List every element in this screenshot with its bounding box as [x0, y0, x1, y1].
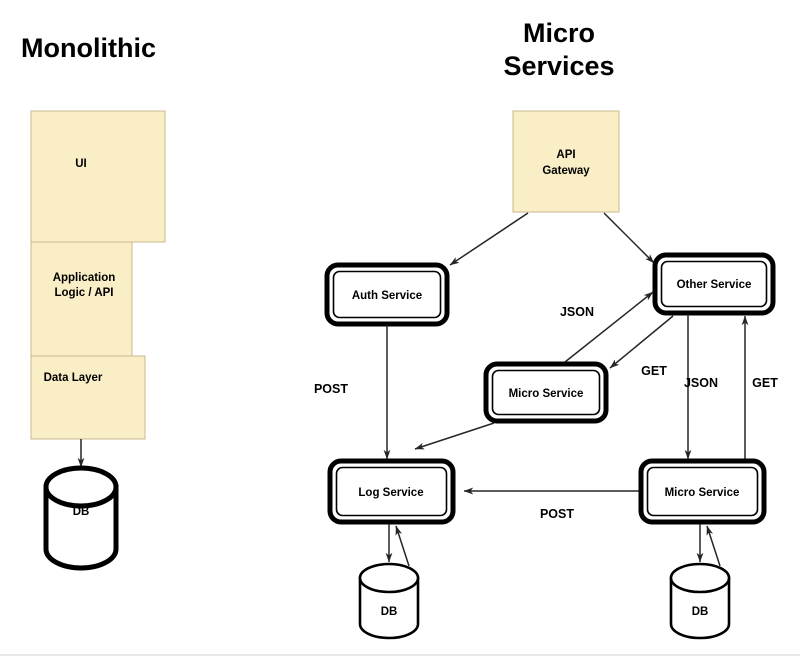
api-gateway-label-line1: API — [556, 149, 575, 161]
connector-micro-service-to-other-service-json — [564, 291, 654, 363]
monolith-layer-data[interactable] — [30, 355, 146, 440]
micro-service-bottom-label: Micro Service — [665, 487, 740, 499]
edge-label-json-vertical: JSON — [684, 376, 718, 390]
micro-service-middle-label: Micro Service — [509, 388, 584, 400]
other-service-node[interactable]: Other Service — [652, 252, 776, 316]
monolith-layer-ui[interactable] — [30, 110, 166, 243]
connector-other-service-to-micro-service-get — [609, 315, 674, 369]
page-title-monolithic: Monolithic — [21, 33, 156, 63]
auth-service-box[interactable] — [332, 270, 442, 319]
log-service-database[interactable]: DB — [358, 562, 420, 640]
edge-label-get-vertical: GET — [752, 376, 778, 390]
connector-db-to-micro-service — [706, 525, 721, 567]
auth-service-label: Auth Service — [352, 290, 422, 302]
connector-micro-service-to-log-service — [414, 422, 495, 450]
edge-label-json-diagonal: JSON — [560, 305, 594, 319]
log-service-database-label: DB — [381, 606, 398, 618]
edge-label-get-diagonal: GET — [641, 364, 667, 378]
api-gateway-box[interactable] — [512, 110, 620, 213]
auth-service-node[interactable]: Auth Service — [324, 262, 450, 327]
edge-label-post-auth: POST — [314, 382, 348, 396]
monolith-database[interactable]: DB — [43, 465, 119, 571]
monolithic-stack: UI Application Logic / API Data Layer DB — [30, 110, 166, 571]
log-service-node[interactable]: Log Service — [327, 458, 456, 525]
page-title-microservices-line1: Micro — [523, 18, 595, 48]
monolith-layer-application-logic[interactable] — [30, 241, 133, 357]
micro-service-database-label: DB — [692, 606, 709, 618]
api-gateway-node[interactable]: API Gateway — [512, 110, 620, 213]
log-service-label: Log Service — [358, 487, 423, 499]
log-service-box[interactable] — [335, 466, 448, 517]
micro-service-database[interactable]: DB — [669, 562, 731, 640]
edge-label-post-horizontal: POST — [540, 507, 574, 521]
monolith-layer-ui-label: UI — [75, 158, 87, 170]
other-service-label: Other Service — [677, 279, 752, 291]
connector-gateway-to-other-service — [603, 212, 655, 264]
connector-gateway-to-auth-service — [449, 212, 529, 266]
other-service-box[interactable] — [660, 260, 768, 308]
connector-db-to-log-service — [395, 525, 410, 567]
monolith-layer-data-label: Data Layer — [44, 372, 103, 384]
page-title-microservices-line2: Services — [503, 51, 614, 81]
micro-service-bottom-node[interactable]: Micro Service — [638, 458, 767, 525]
monolith-layer-application-logic-label-line1: Application — [53, 272, 116, 284]
micro-service-bottom-box[interactable] — [646, 466, 759, 517]
monolith-layer-application-logic-label-line2: Logic / API — [55, 287, 114, 299]
monolith-database-label: DB — [73, 506, 90, 518]
micro-service-middle-box[interactable] — [491, 369, 601, 416]
api-gateway-label-line2: Gateway — [542, 165, 590, 177]
micro-service-middle-node[interactable]: Micro Service — [483, 361, 609, 424]
